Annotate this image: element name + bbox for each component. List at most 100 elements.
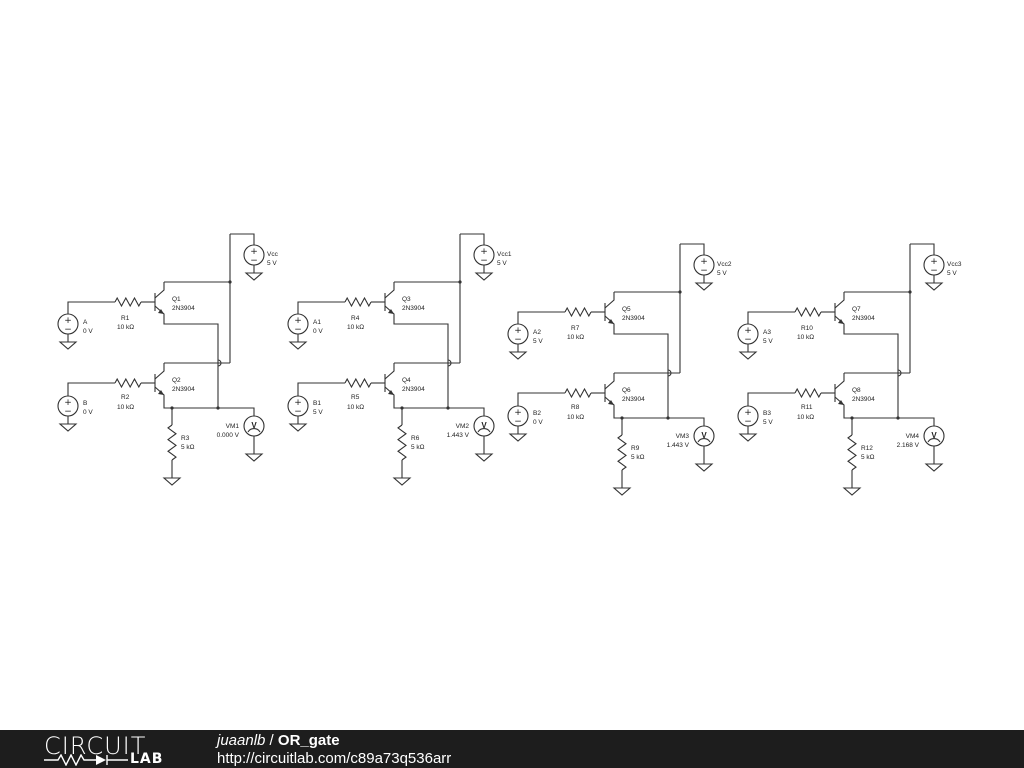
minus-icon: − bbox=[744, 335, 752, 345]
wire bbox=[163, 403, 218, 409]
emitter-arrow-icon bbox=[158, 390, 164, 395]
plus-icon: + bbox=[64, 398, 72, 408]
ground-icon bbox=[738, 433, 758, 442]
minus-icon: − bbox=[64, 407, 72, 417]
wire bbox=[604, 315, 615, 332]
wire bbox=[154, 282, 165, 299]
wire bbox=[834, 396, 845, 413]
transistor-b-name: Q2 bbox=[172, 377, 181, 384]
plus-icon: + bbox=[930, 257, 938, 267]
resistor-a-name: R10 bbox=[801, 325, 813, 332]
project-name-link[interactable]: OR_gate bbox=[277, 732, 340, 749]
source-a-value: 5 V bbox=[763, 338, 773, 345]
transistor-a-model: 2N3904 bbox=[402, 305, 425, 312]
transistor-a-model: 2N3904 bbox=[852, 315, 875, 322]
wire bbox=[384, 363, 395, 380]
voltmeter-name: VM2 bbox=[456, 423, 470, 430]
source-a-name: A3 bbox=[763, 329, 771, 336]
minus-icon: − bbox=[64, 325, 72, 335]
wire-crossing bbox=[217, 359, 222, 367]
source-a-name: A1 bbox=[313, 319, 321, 326]
wire bbox=[460, 233, 485, 245]
source-a-value: 5 V bbox=[533, 338, 543, 345]
ground-icon bbox=[162, 477, 182, 486]
wire bbox=[384, 305, 395, 322]
wire bbox=[393, 322, 449, 408]
emitter-resistor-value: 5 kΩ bbox=[631, 454, 645, 461]
emitter-resistor-value: 5 kΩ bbox=[861, 454, 875, 461]
emitter-arrow-icon bbox=[838, 400, 844, 405]
resistor-b-value: 10 kΩ bbox=[117, 404, 134, 411]
source-a-name: A2 bbox=[533, 329, 541, 336]
wire bbox=[297, 301, 345, 314]
footer-title: juaanlb / OR_gate bbox=[217, 732, 340, 749]
transistor-a-name: Q1 bbox=[172, 296, 181, 303]
emitter-resistor-name: R3 bbox=[181, 435, 190, 442]
minus-icon: − bbox=[514, 335, 522, 345]
ground-icon bbox=[508, 433, 528, 442]
ground-icon bbox=[288, 341, 308, 350]
project-url[interactable]: http://circuitlab.com/c89a73q536arr bbox=[217, 750, 452, 767]
resistor-a-value: 10 kΩ bbox=[117, 324, 134, 331]
wire bbox=[843, 332, 899, 418]
resistor-icon bbox=[794, 306, 822, 318]
transistor-b-model: 2N3904 bbox=[172, 386, 195, 393]
ground-icon bbox=[474, 272, 494, 281]
plus-icon: + bbox=[250, 247, 258, 257]
emitter-arrow-icon bbox=[388, 309, 394, 314]
voltmeter-reading: 1.443 V bbox=[447, 432, 470, 439]
wire bbox=[898, 417, 935, 426]
resistor-b-name: R8 bbox=[571, 404, 580, 411]
ground-icon bbox=[474, 453, 494, 462]
circuitlab-logo[interactable]: CIRCUIT LAB bbox=[40, 732, 180, 767]
source-a-value: 0 V bbox=[83, 328, 93, 335]
wire bbox=[154, 305, 165, 322]
resistor-icon bbox=[617, 434, 627, 471]
resistor-a-name: R7 bbox=[571, 325, 580, 332]
voltmeter-symbol: V bbox=[481, 421, 487, 430]
wire bbox=[448, 407, 485, 416]
minus-icon: − bbox=[930, 266, 938, 276]
author-link[interactable]: juaanlb bbox=[217, 732, 266, 749]
resistor-a-value: 10 kΩ bbox=[797, 334, 814, 341]
wire bbox=[834, 373, 845, 390]
plus-icon: + bbox=[294, 316, 302, 326]
plus-icon: + bbox=[744, 326, 752, 336]
transistor-a-name: Q5 bbox=[622, 306, 631, 313]
wire bbox=[604, 396, 615, 413]
ground-icon bbox=[694, 282, 714, 291]
wire bbox=[517, 392, 565, 406]
transistor-b-model: 2N3904 bbox=[622, 396, 645, 403]
wire bbox=[297, 382, 345, 396]
vcc-name: Vcc1 bbox=[497, 251, 512, 258]
wire bbox=[747, 392, 795, 406]
transistor-a-name: Q3 bbox=[402, 296, 411, 303]
plus-icon: + bbox=[64, 316, 72, 326]
wire bbox=[67, 382, 115, 396]
wire bbox=[613, 332, 669, 418]
voltmeter-reading: 1.443 V bbox=[667, 442, 690, 449]
voltmeter-symbol: V bbox=[251, 421, 257, 430]
transistor-a-model: 2N3904 bbox=[172, 305, 195, 312]
wire bbox=[604, 292, 615, 309]
voltmeter-name: VM3 bbox=[676, 433, 690, 440]
plus-icon: + bbox=[514, 408, 522, 418]
vcc-value: 5 V bbox=[717, 270, 727, 277]
voltmeter-symbol: V bbox=[931, 431, 937, 440]
meter-scale-icon bbox=[927, 438, 941, 443]
ground-icon bbox=[288, 423, 308, 432]
ground-icon bbox=[58, 423, 78, 432]
minus-icon: − bbox=[744, 417, 752, 427]
voltmeter-name: VM4 bbox=[906, 433, 920, 440]
wire bbox=[517, 311, 565, 324]
resistor-diode-logo-icon bbox=[44, 754, 128, 766]
source-a-name: A bbox=[83, 319, 88, 326]
minus-icon: − bbox=[480, 256, 488, 266]
resistor-b-value: 10 kΩ bbox=[797, 414, 814, 421]
wire bbox=[154, 386, 165, 403]
resistor-icon bbox=[344, 296, 372, 308]
junction-dot bbox=[228, 280, 232, 284]
